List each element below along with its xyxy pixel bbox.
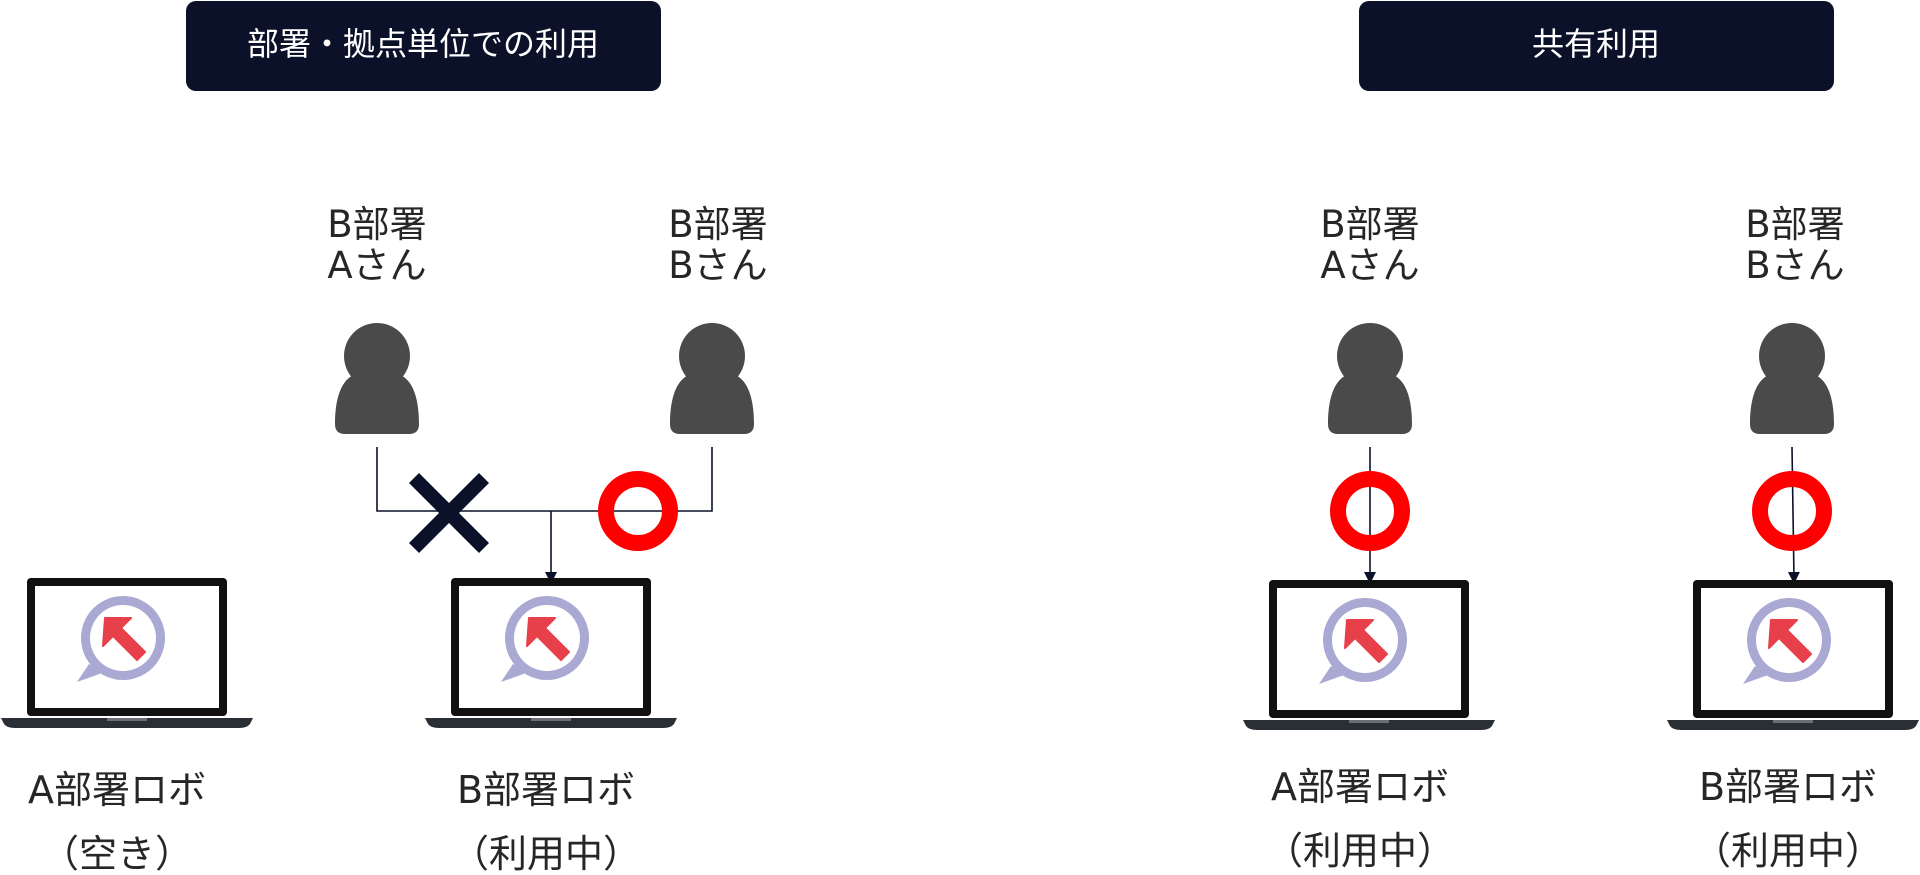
user-name-label: Bさん [668,244,767,287]
user-dept-label: B部署 [1745,203,1844,246]
section-title-left: 部署・拠点単位での利用 [186,1,661,91]
connector-right [1364,446,1800,584]
user-name-label: Bさん [1745,244,1844,287]
connector-line-left-a [376,447,551,512]
user-label-left-b: B部署 Bさん [668,203,767,287]
section-title-left-label: 部署・拠点単位での利用 [247,25,599,63]
laptop-icon [1242,579,1496,731]
cross-ng-icon [409,473,489,553]
robot-name-label: A部署ロボ [1271,765,1449,809]
robot-label-right-a: A部署ロボ （利用中） [1265,765,1455,873]
user-icon [1750,323,1834,434]
user-dept-label: B部署 [1320,203,1419,246]
circle-ok-icon [1752,471,1832,551]
robot-name-label: B部署ロボ [457,768,635,812]
robot-status-label: （利用中） [1265,829,1455,873]
user-label-left-a: B部署 Aさん [327,203,426,287]
robot-label-left-a: A部署ロボ （空き） [28,768,206,875]
user-label-right-a: B部署 Aさん [1320,203,1419,287]
section-title-right: 共有利用 [1359,1,1834,91]
arrow-line-right-b [1787,446,1800,584]
section-title-right-label: 共有利用 [1532,25,1660,63]
robot-label-right-b: B部署ロボ （利用中） [1693,765,1883,873]
laptop-icon [0,577,254,729]
circle-ok-icon [1330,471,1410,551]
robot-label-left-b: B部署ロボ （利用中） [451,768,641,875]
robot-name-label: A部署ロボ [28,768,206,812]
robot-status-label: （利用中） [451,832,641,875]
robot-name-label: B部署ロボ [1699,765,1877,809]
user-name-label: Aさん [1320,244,1419,287]
user-dept-label: B部署 [327,203,426,246]
user-label-right-b: B部署 Bさん [1745,203,1844,287]
robot-status-label: （利用中） [1693,829,1883,873]
circle-ok-icon [598,471,678,551]
robot-status-label: （空き） [41,832,193,875]
user-name-label: Aさん [327,244,426,287]
connector-left [376,447,713,584]
user-icon [1328,323,1412,434]
user-icon [670,323,754,434]
user-icon [335,323,419,434]
laptop-icon [424,577,678,729]
laptop-icon [1666,579,1920,731]
user-dept-label: B部署 [668,203,767,246]
